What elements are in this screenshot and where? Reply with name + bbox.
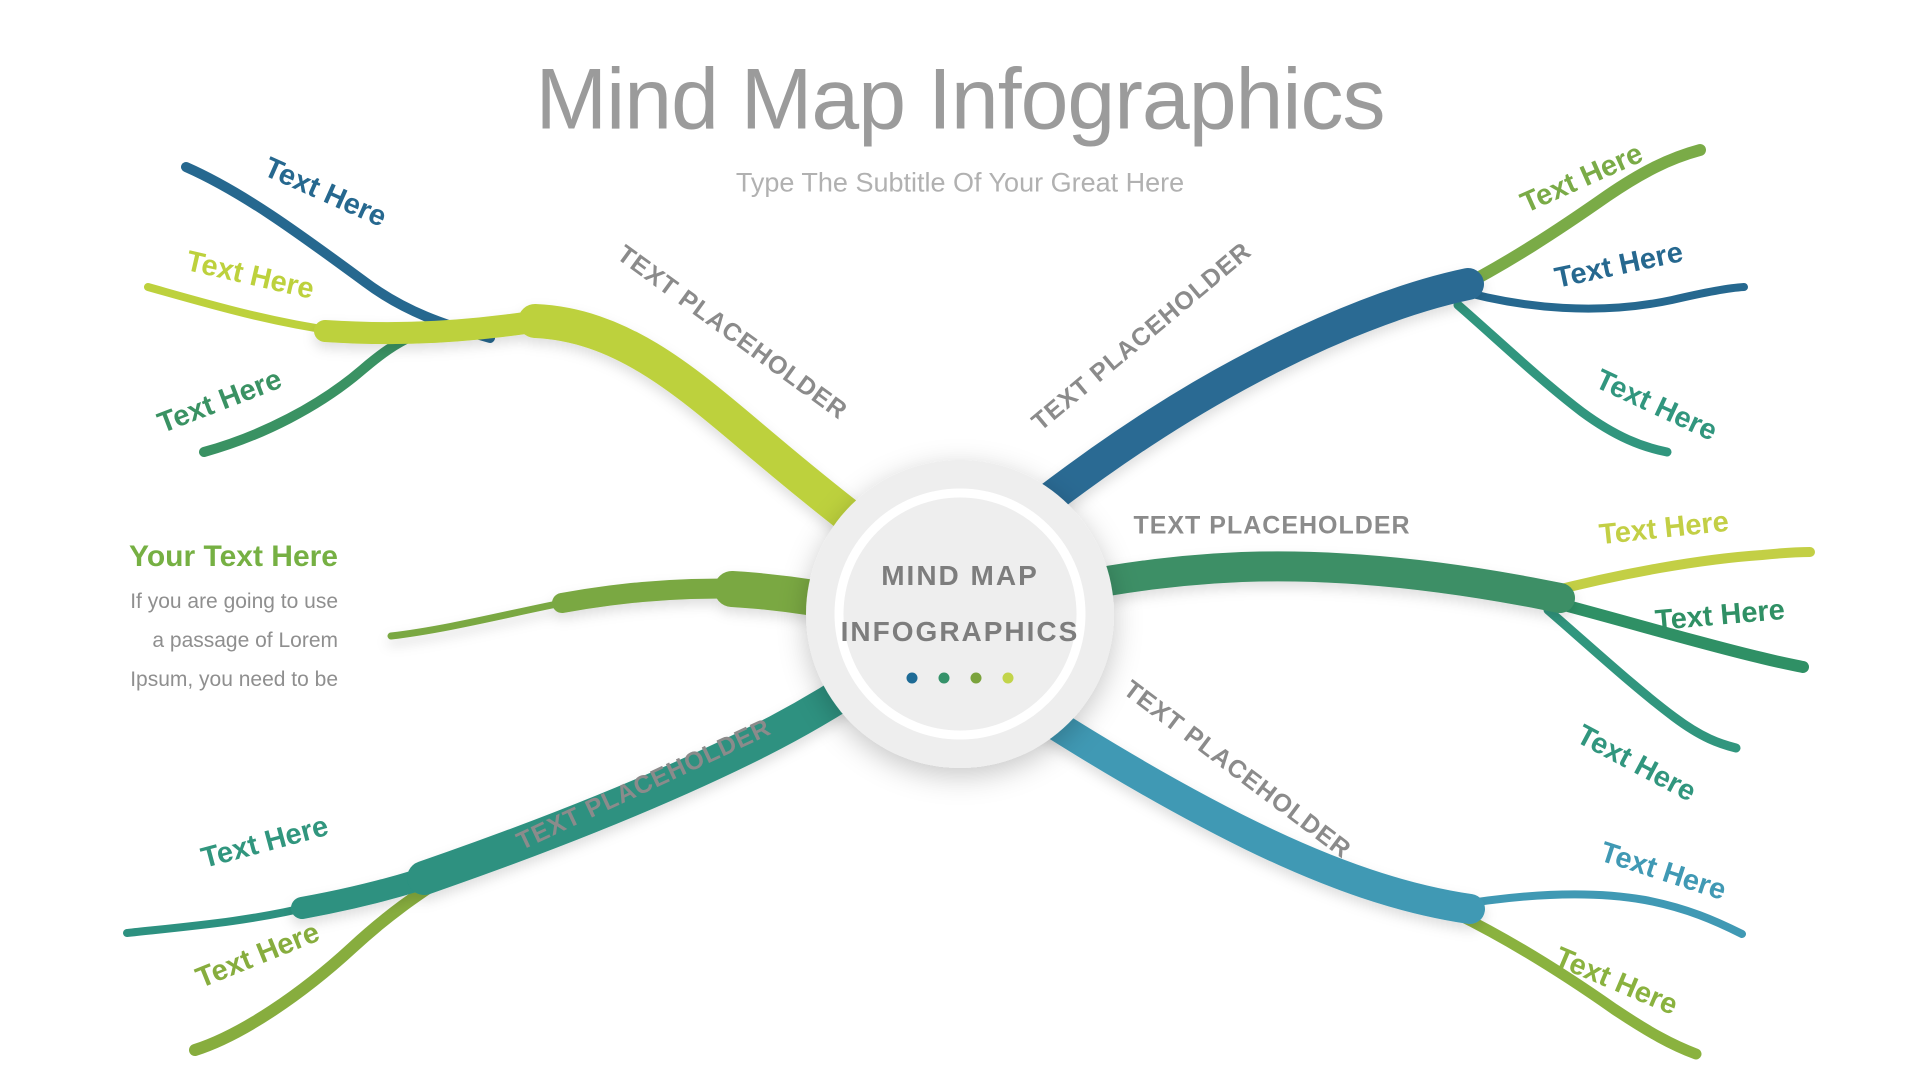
left-note-line: a passage of Lorem	[152, 629, 338, 652]
top-right-tip-teal-curve	[1453, 300, 1672, 457]
left-note-heading: Your Text Here	[129, 540, 338, 573]
bottom-left-tip-teal-curve	[123, 902, 316, 937]
center-hub-line1: MIND MAP	[881, 560, 1039, 591]
top-right-tip-blue-curve	[1446, 283, 1748, 313]
top-left-tip-green-curve	[199, 331, 417, 457]
center-dot	[938, 672, 950, 684]
center-dot	[906, 672, 918, 684]
mid-right-tip-green-curve	[1539, 594, 1809, 673]
top-left-tip-lime-curve	[144, 283, 339, 335]
bottom-right-tip-blue-curve	[1448, 890, 1746, 938]
mid-right-tip-lime-curve	[1540, 547, 1815, 598]
placeholder-mid-right: TEXT PLACEHOLDER	[1133, 511, 1411, 540]
page-title: Mind Map Infographics	[535, 51, 1386, 148]
center-hub-line2: INFOGRAPHICS	[840, 616, 1080, 647]
center-hub-ring	[834, 488, 1086, 740]
branch-top-left-main	[314, 309, 556, 345]
center-dot	[970, 672, 982, 684]
center-dots	[906, 672, 1014, 684]
top-right-tip-olive-curve	[1449, 144, 1706, 296]
left-note-line: If you are going to use	[130, 590, 338, 613]
bottom-right-tip-green-curve	[1449, 907, 1702, 1060]
center-hub	[806, 460, 1114, 768]
mid-right-tip-teal-curve	[1543, 605, 1741, 753]
center-hub-circle	[806, 460, 1114, 768]
center-dot	[1002, 672, 1014, 684]
page-subtitle: Type The Subtitle Of Your Great Here	[735, 167, 1185, 198]
branch-mid-left-thin	[387, 597, 576, 640]
center-hub-text: MIND MAP INFOGRAPHICS	[841, 548, 1080, 660]
left-note-line: Ipsum, you need to be	[130, 668, 338, 691]
left-note: Your Text Here If you are going to use a…	[129, 540, 338, 699]
